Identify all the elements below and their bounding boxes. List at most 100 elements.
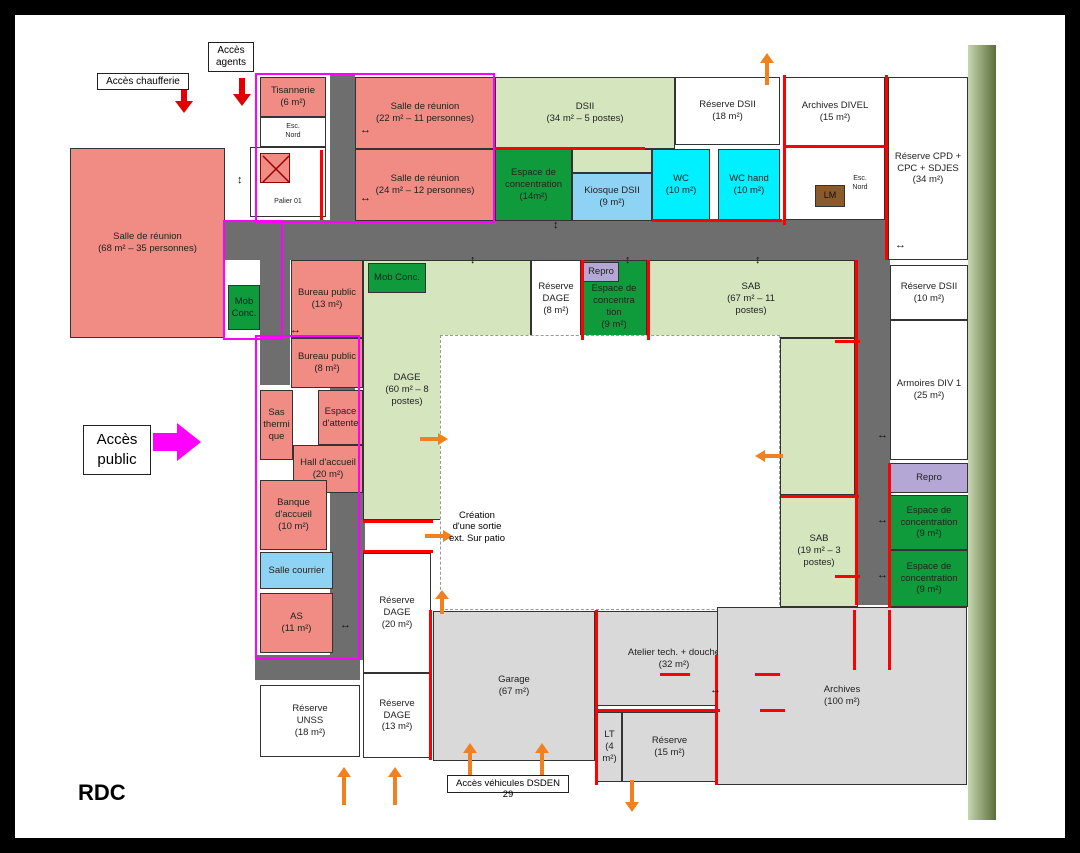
entrance-arrow-icon xyxy=(760,53,774,85)
room-sab-67: SAB (67 m² – 11 postes) xyxy=(647,260,855,338)
door-arrow-icon: ↔ xyxy=(360,192,371,204)
door-arrow-icon: ↔ xyxy=(360,124,371,136)
room-label: Hall d'accueil (20 m²) xyxy=(300,457,356,480)
entrance-arrow-icon xyxy=(420,433,448,445)
room-garage: Garage (67 m²) xyxy=(433,611,595,761)
room-esc-nord-2: Esc. Nord xyxy=(785,147,885,220)
corridor-bottom xyxy=(255,655,360,680)
door-arrow-icon: ↔ xyxy=(340,619,351,631)
room-tisannerie: Tisannerie (6 m²) xyxy=(260,77,326,117)
room-wc-hand: WC hand (10 m²) xyxy=(718,149,780,221)
room-label: Salle de réunion (22 m² – 11 personnes) xyxy=(375,101,475,124)
room-label: Salle de réunion (68 m² – 35 personnes) xyxy=(98,231,197,254)
note-acces-chaufferie: Accès chaufferie xyxy=(97,73,189,90)
room-label: Mob Conc. xyxy=(231,295,257,319)
room-label: SAB (67 m² – 11 postes) xyxy=(727,281,775,316)
room-label: Salle courrier xyxy=(268,564,325,576)
room-bureau-public-13: Bureau public (13 m²) xyxy=(291,260,363,338)
door-arrow-icon: ↔ xyxy=(877,514,888,526)
room-archives-divel: Archives DIVEL (15 m²) xyxy=(785,77,885,147)
door-arrow-icon: ↕ xyxy=(237,174,243,186)
room-label: Repro xyxy=(588,266,614,278)
room-label: LM xyxy=(823,190,837,201)
red-partition xyxy=(853,610,856,670)
red-partition xyxy=(595,610,598,785)
entrance-arrow-icon xyxy=(425,530,453,542)
room-sas-thermique: Sas thermi que xyxy=(260,390,293,460)
patio-area xyxy=(440,335,780,610)
entrance-arrow-icon xyxy=(337,767,351,805)
room-label: Esc. Nord xyxy=(285,123,301,139)
room-espace-attente: Espace d'attente xyxy=(318,390,363,445)
room-label: Kiosque DSII (9 m²) xyxy=(584,185,640,208)
entrance-arrow-icon xyxy=(388,767,402,805)
room-label: WC hand (10 m²) xyxy=(729,173,769,196)
room-lt: LT (4 m²) xyxy=(597,712,622,782)
red-partition xyxy=(363,520,433,523)
room-label: DAGE (60 m² – 8 postes) xyxy=(385,372,429,407)
note-acces-public: Accès public xyxy=(83,425,151,475)
room-armoires-div: Armoires DIV 1 (25 m²) xyxy=(890,320,968,460)
red-partition xyxy=(495,147,645,150)
room-reserve-15: Réserve (15 m²) xyxy=(622,712,717,782)
room-reserve-dage-13: Réserve DAGE (13 m²) xyxy=(363,673,431,758)
door-arrow-icon: ↔ xyxy=(877,429,888,441)
red-partition xyxy=(885,75,888,260)
red-partition xyxy=(783,75,786,225)
red-partition xyxy=(647,260,650,340)
room-salle-reunion-24: Salle de réunion (24 m² – 12 personnes) xyxy=(355,149,495,221)
room-lm: LM xyxy=(815,185,845,207)
room-sab-19: SAB (19 m² – 3 postes) xyxy=(780,495,858,607)
room-reserve-dage-20: Réserve DAGE (20 m²) xyxy=(363,553,431,673)
floor-plan: Tisannerie (6 m²) Esc. Nord Palier 01 Sa… xyxy=(15,15,1065,838)
room-salle-courrier: Salle courrier xyxy=(260,552,333,589)
room-dsii: DSII (34 m² – 5 postes) xyxy=(495,77,675,149)
room-label: DSII (34 m² – 5 postes) xyxy=(546,101,624,124)
room-label: Banque d'accueil (10 m²) xyxy=(275,497,312,532)
red-partition xyxy=(888,463,891,608)
corridor-upper-horizontal xyxy=(225,220,890,260)
room-label: SAB (19 m² – 3 postes) xyxy=(797,533,841,568)
room-label: Garage (67 m²) xyxy=(498,674,530,697)
room-reserve-dage-8: Réserve DAGE (8 m²) xyxy=(531,260,581,338)
door-arrow-icon: ↔ xyxy=(877,569,888,581)
room-reserve-unss: Réserve UNSS (18 m²) xyxy=(260,685,360,757)
note-creation-sortie: Création d'une sortie ext. Sur patio xyxy=(449,510,505,544)
room-label: Archives (100 m²) xyxy=(823,684,861,707)
room-label: Espace de concentration (9 m²) xyxy=(900,560,958,596)
room-label: AS (11 m²) xyxy=(281,611,312,634)
room-mob-conc-2: Mob Conc. xyxy=(368,263,426,293)
elevator-cross-icon xyxy=(260,153,290,183)
room-reserve-dsii-10: Réserve DSII (10 m²) xyxy=(890,265,968,320)
room-archives-100: Archives (100 m²) xyxy=(717,607,967,785)
room-esc-nord-1: Esc. Nord xyxy=(260,117,326,147)
room-reserve-dsii-18: Réserve DSII (18 m²) xyxy=(675,77,780,145)
room-label: Espace de concentra tion (9 m²) xyxy=(591,283,637,330)
room-label: Mob Conc. xyxy=(374,272,420,284)
room-dsii-lower-strip xyxy=(572,149,652,173)
red-partition xyxy=(760,709,785,712)
room-kiosque-dsii: Kiosque DSII (9 m²) xyxy=(572,173,652,221)
entrance-arrow-icon xyxy=(535,743,549,775)
door-arrow-icon: ↕ xyxy=(755,254,761,266)
room-repro-1: Repro xyxy=(583,262,619,282)
door-arrow-icon: ↔ xyxy=(710,684,721,696)
red-partition xyxy=(888,610,891,670)
entrance-arrow-icon xyxy=(463,743,477,775)
corridor-lower-west xyxy=(335,490,365,660)
red-partition xyxy=(835,575,860,578)
floor-label: RDC xyxy=(78,780,126,805)
room-label: Armoires DIV 1 (25 m²) xyxy=(896,378,962,401)
agents-arrow-icon xyxy=(233,78,251,106)
red-partition xyxy=(855,260,858,605)
room-salle-reunion-68: Salle de réunion (68 m² – 35 personnes) xyxy=(70,148,225,338)
room-label: Sas thermi que xyxy=(263,407,290,442)
red-partition xyxy=(595,709,720,712)
room-label: Réserve UNSS (18 m²) xyxy=(292,703,328,738)
note-acces-vehicules: Accès véhicules DSDEN 29 xyxy=(447,775,569,800)
entrance-arrow-icon xyxy=(755,450,783,462)
room-label: Réserve DSII (18 m²) xyxy=(699,99,756,122)
room-label: Réserve DSII (10 m²) xyxy=(900,280,958,304)
room-label: Réserve (15 m²) xyxy=(651,735,688,758)
red-partition xyxy=(835,340,860,343)
